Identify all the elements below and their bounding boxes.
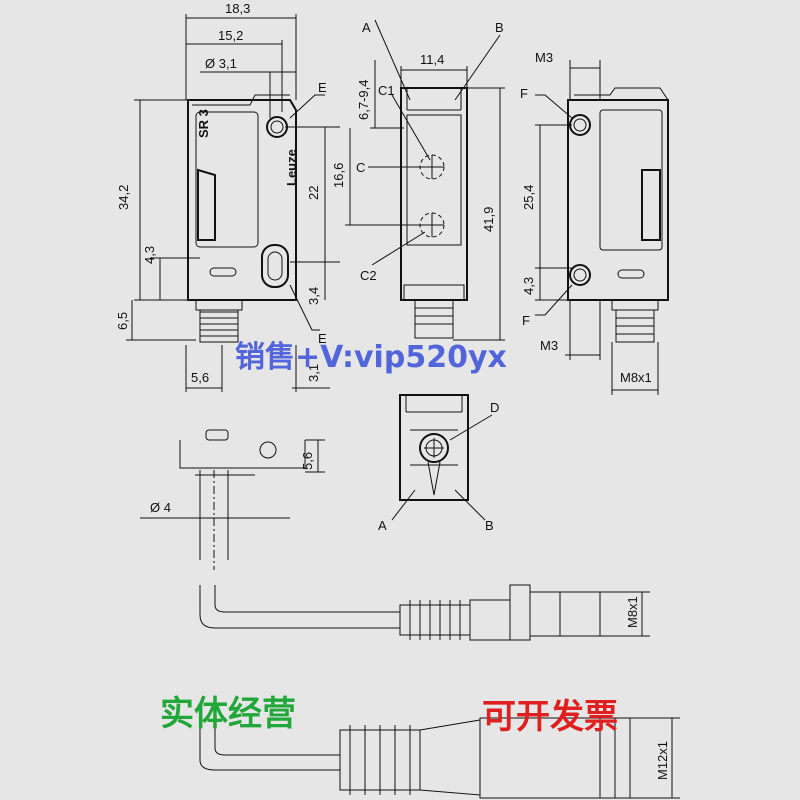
label-c1: C1: [378, 83, 395, 98]
label-d: D: [490, 400, 499, 415]
dim-22: 22: [306, 186, 321, 200]
watermark-sales: 销售+V:vip520yx: [235, 340, 507, 375]
dim-inner-width: 15,2: [218, 28, 243, 43]
adjust-screw-d: [419, 433, 449, 463]
dim-m12x1-cable: M12x1: [655, 741, 670, 780]
mounting-hole-e-top: [266, 116, 288, 138]
label-f-bottom: F: [522, 313, 530, 328]
front-connector: [414, 299, 454, 339]
mounting-hole-f-top: [569, 114, 591, 136]
m12-cable-connector: M12x1: [199, 705, 680, 799]
dim-hole-dia: Ø 3,1: [205, 56, 237, 71]
brand-logo: Leuze: [284, 149, 299, 186]
dim-height-total: 34,2: [116, 185, 131, 210]
label-a-front: A: [362, 20, 371, 35]
dim-6-5: 6,5: [115, 312, 130, 330]
rear-view: M3 F 25,4 4,3 F M3 M8x1: [520, 50, 669, 395]
dim-41-9: 41,9: [481, 207, 496, 232]
dim-16-6: 16,6: [331, 163, 346, 188]
dim-cable-dia: Ø 4: [150, 500, 171, 515]
dim-m3-top: M3: [535, 50, 553, 65]
top-adjust-view: D A B: [378, 394, 499, 533]
side-connector: [195, 299, 243, 343]
dim-m8x1-right: M8x1: [620, 370, 652, 385]
dim-front-range: 6,7-9,4: [356, 80, 371, 120]
mounting-slot: [261, 244, 289, 288]
mounting-hole-f-bottom: [569, 264, 591, 286]
dim-top-width: 18,3: [225, 1, 250, 16]
dim-4-3-right: 4,3: [521, 277, 536, 295]
label-f-top: F: [520, 86, 528, 101]
dim-m8x1-cable: M8x1: [625, 596, 640, 628]
label-e-bottom: E: [318, 331, 327, 346]
dim-front-width: 11,4: [420, 52, 444, 67]
label-a-bottom: A: [378, 518, 387, 533]
label-b-front: B: [495, 20, 504, 35]
m8-cable-connector: M8x1: [199, 584, 650, 641]
dim-25-4: 25,4: [521, 185, 536, 210]
watermark-entity: 实体经营: [160, 694, 296, 734]
dim-4-3-left: 4,3: [142, 246, 157, 264]
dim-3-1-bottom: 3,1: [306, 364, 321, 382]
dim-m3-bottom: M3: [540, 338, 558, 353]
model-label: SR 3: [196, 109, 211, 138]
dim-5-6-bottom: 5,6: [191, 370, 209, 385]
dim-cable-5-6: 5,6: [300, 452, 315, 470]
label-e-top: E: [318, 80, 327, 95]
cable-detail: 5,6 Ø 4: [140, 429, 325, 570]
label-b-bottom: B: [485, 518, 494, 533]
label-c: C: [356, 160, 365, 175]
dim-3-4: 3,4: [306, 287, 321, 305]
watermark-invoice: 可开发票: [482, 697, 618, 737]
front-view: 11,4 A B C1 C C2 6,7-9,4 16,6 41,9: [331, 19, 505, 341]
label-c2: C2: [360, 268, 377, 283]
side-view: Leuze SR 3 18,3 15,2 Ø 3,1 E E 34,2 4,3 …: [115, 1, 340, 392]
